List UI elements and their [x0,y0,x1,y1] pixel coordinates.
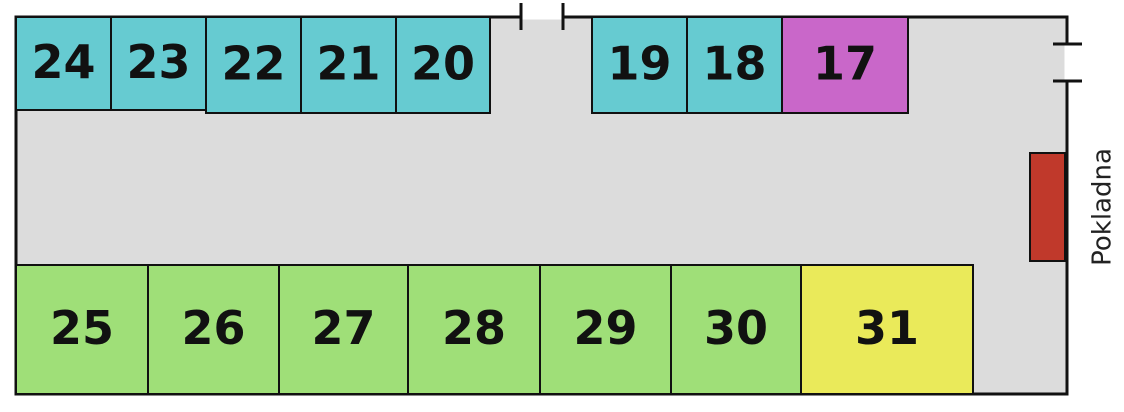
stall-18-label: 18 [702,37,766,91]
stall-30-label: 30 [704,301,768,355]
stall-17-box [781,16,909,114]
stall-27-label: 27 [311,301,375,355]
stall-21-box [300,16,397,114]
stall-21-label: 21 [316,37,380,91]
stall-21: 21 [300,16,397,114]
stalls-layer: 24 23 22 21 20 19 18 17 25 26 27 28 29 30 31 [15,16,974,395]
stall-31-box [800,264,974,395]
stall-26-label: 26 [181,301,245,355]
stall-29-label: 29 [573,301,637,355]
stall-22: 22 [205,16,302,114]
stall-18: 18 [686,16,783,114]
stall-30-box [670,264,802,395]
stall-27: 27 [278,264,409,395]
stall-22-label: 22 [221,37,285,91]
stall-24: 24 [15,16,112,111]
stall-29-box [539,264,672,395]
stall-17-label: 17 [813,37,877,91]
stall-24-label: 24 [31,35,95,89]
stall-25-label: 25 [50,301,114,355]
stall-29: 29 [539,264,672,395]
stall-25: 25 [15,264,149,395]
stall-31-label: 31 [855,301,919,355]
cashier-desk [1029,152,1066,262]
stall-17: 17 [781,16,909,114]
stall-23-label: 23 [126,35,190,89]
stall-26-box [147,264,280,395]
stall-18-box [686,16,783,114]
stall-23-box [110,16,207,111]
stall-28-box [407,264,541,395]
stall-20-box [395,16,491,114]
stall-19-label: 19 [607,37,671,91]
stall-28-label: 28 [442,301,506,355]
stall-28: 28 [407,264,541,395]
stall-22-box [205,16,302,114]
cashier-label: Pokladna [1088,148,1118,266]
stall-31: 31 [800,264,974,395]
stall-26: 26 [147,264,280,395]
stall-20: 20 [395,16,491,114]
stall-27-box [278,264,409,395]
stall-20-label: 20 [411,37,475,91]
stall-30: 30 [670,264,802,395]
stall-19: 19 [591,16,688,114]
stall-23: 23 [110,16,207,111]
